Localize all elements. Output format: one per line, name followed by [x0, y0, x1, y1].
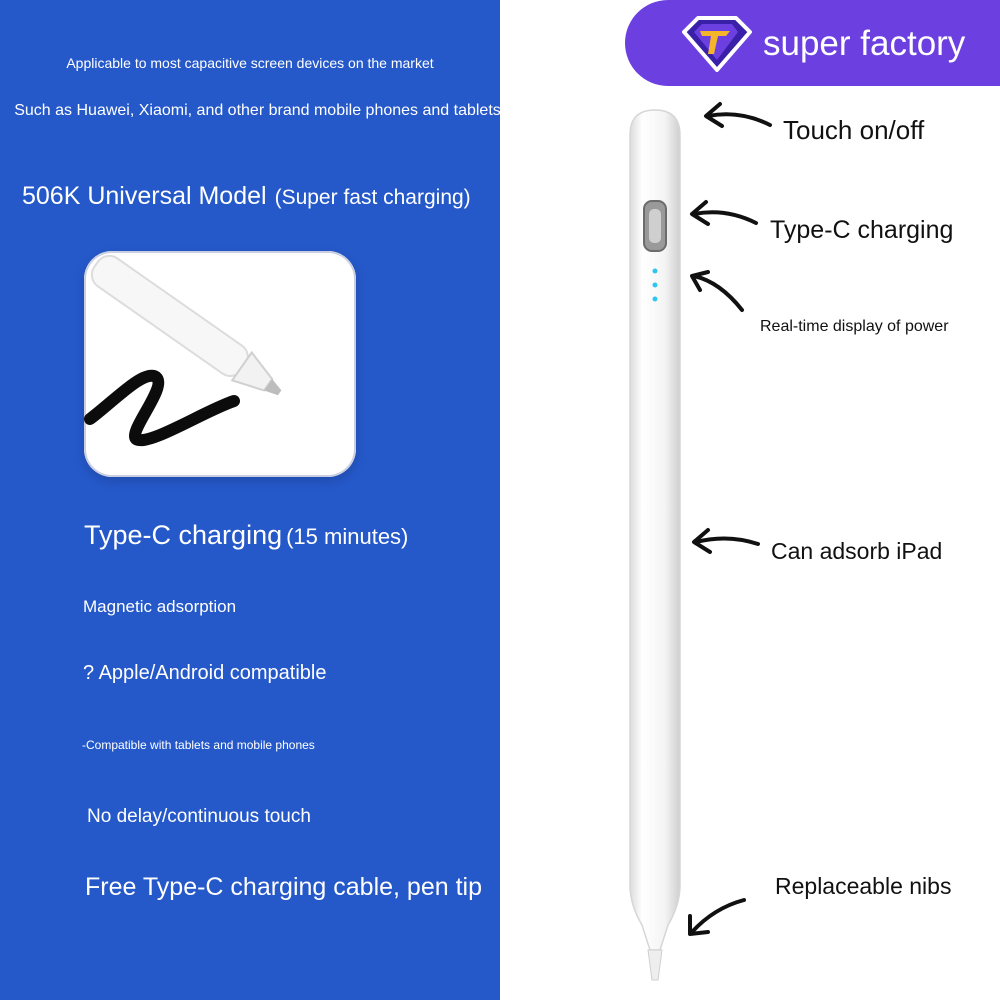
brand-banner — [625, 0, 1000, 86]
callout-power: Real-time display of power — [760, 318, 949, 335]
model-name: 506K Universal Model — [22, 182, 267, 210]
typec-feature: Type-C charging(15 minutes) — [84, 520, 408, 551]
arrow-left-icon — [692, 528, 760, 554]
power-led — [652, 282, 658, 288]
pen-writing-image — [84, 254, 282, 447]
power-led — [652, 268, 658, 274]
product-area — [500, 0, 1000, 1000]
no-delay-feature: No delay/continuous touch — [87, 806, 311, 827]
diamond-logo-icon — [682, 16, 752, 72]
feature-panel: Applicable to most capacitive screen dev… — [0, 0, 501, 1000]
callout-nibs: Replaceable nibs — [775, 873, 952, 899]
callout-typec: Type-C charging — [770, 216, 954, 244]
arrow-down-left-icon — [688, 898, 746, 936]
callout-touch: Touch on/off — [783, 115, 925, 145]
magnetic-feature: Magnetic adsorption — [83, 597, 237, 616]
typec-feature-label: Type-C charging — [84, 520, 283, 550]
model-subtitle: (Super fast charging) — [274, 186, 471, 209]
typec-feature-duration: (15 minutes) — [286, 524, 409, 549]
arrow-up-left-icon — [690, 270, 744, 312]
free-accessories-feature: Free Type-C charging cable, pen tip — [85, 873, 482, 901]
brands-text: Such as Huawei, Xiaomi, and other brand … — [14, 102, 501, 119]
device-compat-note: -Compatible with tablets and mobile phon… — [82, 738, 315, 752]
applicable-text: Applicable to most capacitive screen dev… — [66, 55, 434, 71]
arrow-left-icon — [704, 102, 772, 128]
brand-name: super factory — [763, 24, 966, 63]
callout-adsorb: Can adsorb iPad — [771, 538, 943, 564]
stylus-pen — [629, 109, 681, 981]
writing-illustration — [84, 251, 356, 477]
power-led — [652, 296, 658, 302]
arrow-left-icon — [690, 200, 758, 226]
compatibility-feature: ? Apple/Android compatible — [83, 662, 327, 684]
model-title: 506K Universal Model (Super fast charging… — [22, 182, 471, 211]
